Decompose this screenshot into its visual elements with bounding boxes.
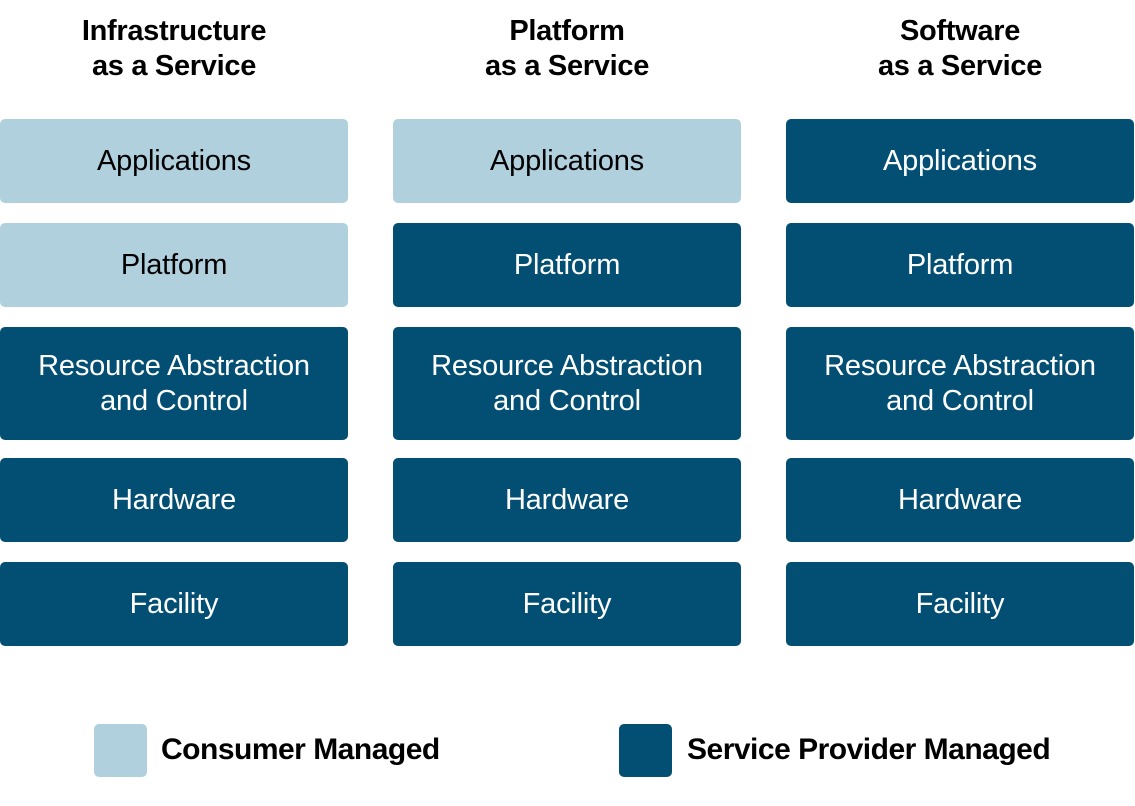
layer-label: Facility	[915, 587, 1005, 620]
layer-label: and Control	[886, 384, 1034, 417]
layer-label: Facility	[522, 587, 612, 620]
layer-label: Hardware	[111, 483, 237, 516]
layer-box-saas-4: Facility	[786, 562, 1134, 646]
layer-label: Hardware	[504, 483, 630, 516]
layer-box-iaas-3: Hardware	[0, 458, 348, 542]
legend-swatch-consumer	[94, 724, 147, 777]
title-line: as a Service	[484, 50, 650, 82]
title-line: Infrastructure	[81, 15, 267, 47]
layer-box-paas-1: Platform	[393, 223, 741, 307]
layer-label: Applications	[883, 144, 1037, 177]
layer-label: Resource Abstraction	[431, 349, 703, 382]
title-line: Platform	[509, 15, 625, 47]
layer-box-paas-3: Hardware	[393, 458, 741, 542]
layer-label: Applications	[490, 144, 644, 177]
legend-label-consumer: Consumer Managed	[161, 733, 440, 766]
layer-box-iaas-1: Platform	[0, 223, 348, 307]
layer-box-saas-0: Applications	[786, 119, 1134, 203]
layer-box-saas-3: Hardware	[786, 458, 1134, 542]
layer-label: Facility	[129, 587, 219, 620]
layer-box-paas-4: Facility	[393, 562, 741, 646]
layer-box-iaas-0: Applications	[0, 119, 348, 203]
layer-box-paas-0: Applications	[393, 119, 741, 203]
layer-label: Hardware	[897, 483, 1023, 516]
layer-label: Applications	[97, 144, 251, 177]
layer-label: Platform	[120, 248, 228, 281]
legend-swatch-provider	[619, 724, 672, 777]
title-line: as a Service	[877, 50, 1043, 82]
title-line: Software	[899, 15, 1021, 47]
layer-label: Platform	[513, 248, 621, 281]
layer-box-iaas-4: Facility	[0, 562, 348, 646]
title-line: as a Service	[91, 50, 257, 82]
layer-box-saas-1: Platform	[786, 223, 1134, 307]
layer-label: and Control	[100, 384, 248, 417]
layer-label: Resource Abstraction	[38, 349, 310, 382]
layer-label: Resource Abstraction	[824, 349, 1096, 382]
legend-label-provider: Service Provider Managed	[687, 733, 1051, 766]
layer-label: Platform	[906, 248, 1014, 281]
layer-label: and Control	[493, 384, 641, 417]
